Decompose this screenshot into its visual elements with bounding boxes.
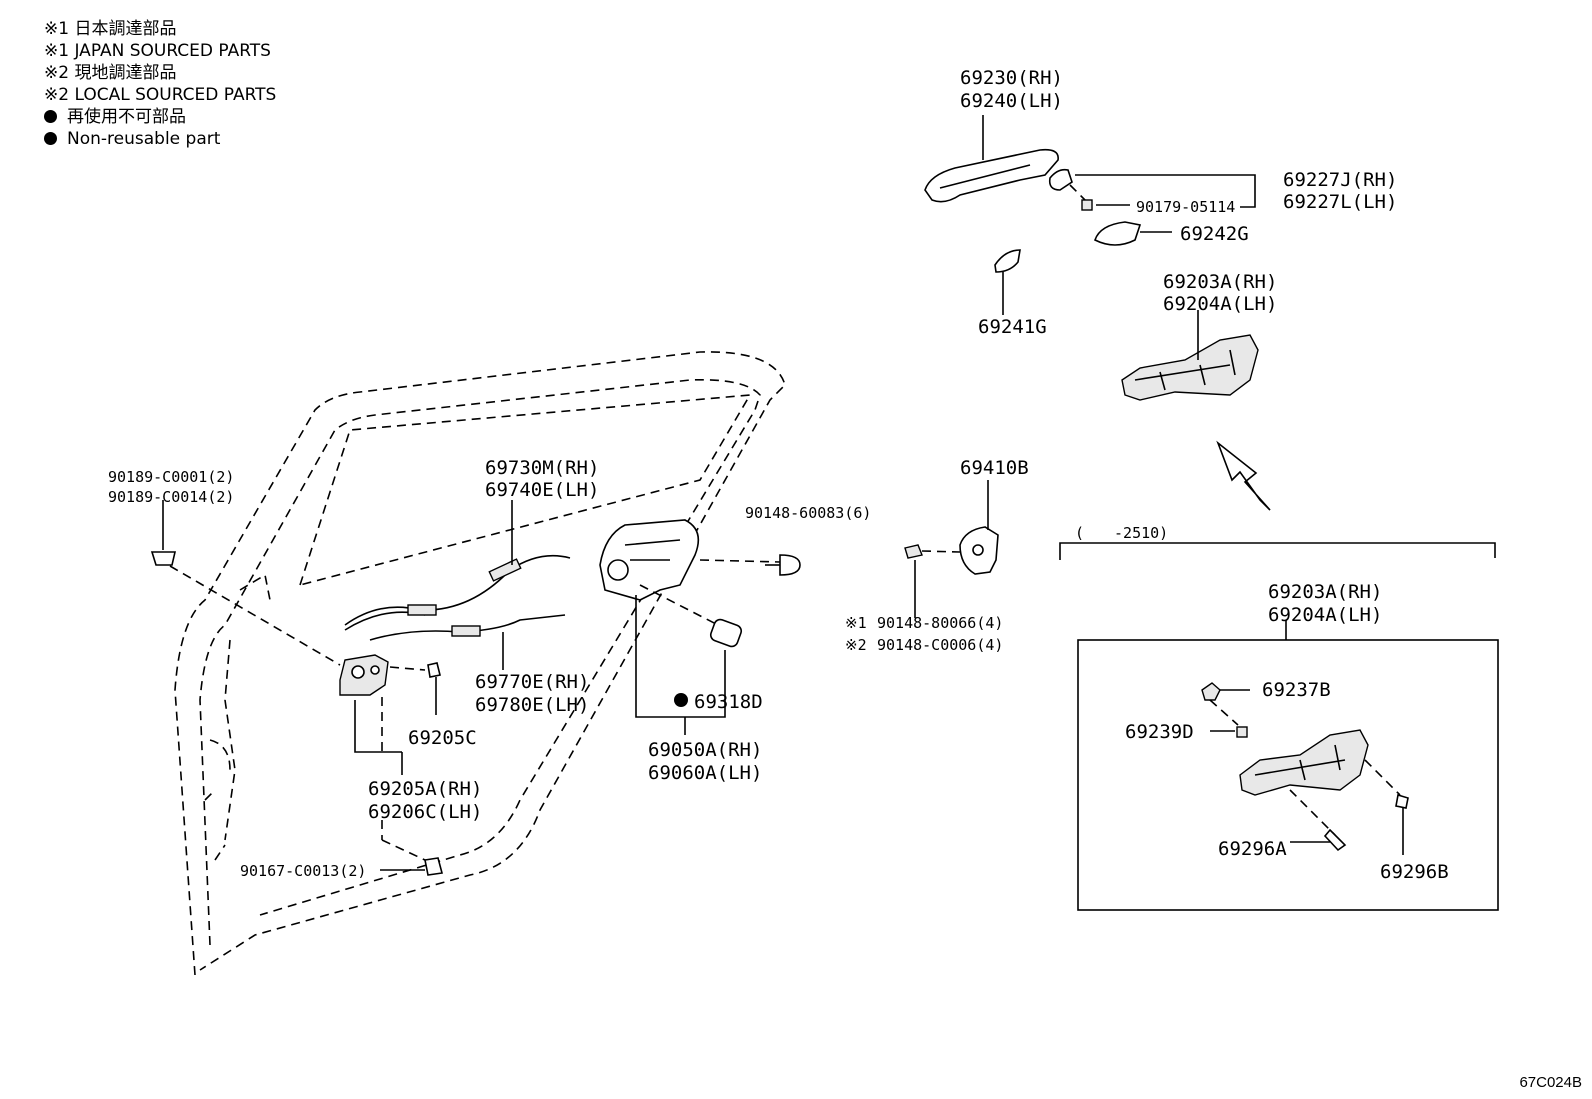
label-69205A: 69205A(RH) — [368, 778, 482, 800]
label-69239D: 69239D — [1125, 721, 1194, 743]
handle-pad — [1094, 221, 1172, 246]
label-90148-C0006-mark: ※2 — [845, 636, 867, 654]
label-69410B: 69410B — [960, 457, 1029, 479]
label-69227J: 69227J(RH) — [1283, 169, 1397, 191]
label-90148-80066-mark: ※1 — [845, 614, 867, 632]
label-69204A-top: 69204A(LH) — [1163, 293, 1277, 315]
non-reusable-dot-icon — [44, 132, 57, 145]
inside-handle — [599, 519, 801, 735]
label-69240: 69240(LH) — [960, 90, 1063, 112]
label-69206C: 69206C(LH) — [368, 801, 482, 823]
label-69205C: 69205C — [408, 727, 477, 749]
label-69227L: 69227L(LH) — [1283, 191, 1397, 213]
label-69203A-top: 69203A(RH) — [1163, 271, 1277, 293]
legend-row: ※2 現地調達部品 — [44, 63, 177, 83]
label-69230: 69230(RH) — [960, 67, 1063, 89]
outside-handle — [924, 115, 1059, 203]
label-90179: 90179-05114 — [1136, 198, 1235, 216]
clip-90189 — [150, 500, 341, 666]
label-69740E: 69740E(LH) — [485, 479, 599, 501]
label-69060A: 69060A(LH) — [648, 762, 762, 784]
label-69296A: 69296A — [1218, 838, 1287, 860]
door-outline — [174, 351, 786, 976]
handle-frame-top — [1121, 310, 1271, 511]
legend-row: 再使用不可部品 — [44, 106, 276, 128]
legend-row: Non-reusable part — [44, 128, 276, 150]
legend-row: ※2 LOCAL SOURCED PARTS — [44, 85, 277, 105]
label-90167: 90167-C0013(2) — [240, 862, 366, 880]
legend-row: ※1 JAPAN SOURCED PARTS — [44, 41, 271, 61]
figure-code: 67C024B — [1519, 1074, 1582, 1091]
label-69242G: 69242G — [1180, 223, 1249, 245]
non-reusable-dot-icon — [44, 110, 57, 123]
label-69241G: 69241G — [978, 316, 1047, 338]
label-90148-C0006: 90148-C0006(4) — [877, 636, 1003, 654]
lock-cables — [344, 500, 571, 670]
label-69237B: 69237B — [1262, 679, 1331, 701]
variant-box — [1077, 620, 1499, 911]
door-lock — [339, 654, 444, 876]
label-69050A: 69050A(RH) — [648, 739, 762, 761]
label-69203A-box: 69203A(RH) — [1268, 581, 1382, 603]
label-69770E: 69770E(RH) — [475, 671, 589, 693]
handle-cover — [1048, 168, 1256, 211]
label-90189-C0014: 90189-C0014(2) — [108, 488, 234, 506]
label-69318D: 69318D — [694, 691, 763, 713]
label-69730M: 69730M(RH) — [485, 457, 599, 479]
label-90148-80066: 90148-80066(4) — [877, 614, 1003, 632]
door-striker — [904, 480, 999, 618]
handle-pad-small — [994, 249, 1021, 315]
label-69204A-box: 69204A(LH) — [1268, 604, 1382, 626]
legend: ※1 日本調達部品 ※1 JAPAN SOURCED PARTS ※2 現地調達… — [44, 18, 276, 150]
label-69296B: 69296B — [1380, 861, 1449, 883]
label-69780E: 69780E(LH) — [475, 694, 589, 716]
legend-row: ※1 日本調達部品 — [44, 19, 177, 39]
range-bracket — [1059, 542, 1496, 560]
label-90148-60083: 90148-60083(6) — [745, 504, 871, 522]
label-90189-C0001: 90189-C0001(2) — [108, 468, 234, 486]
label-range: ( -2510) — [1075, 524, 1168, 542]
